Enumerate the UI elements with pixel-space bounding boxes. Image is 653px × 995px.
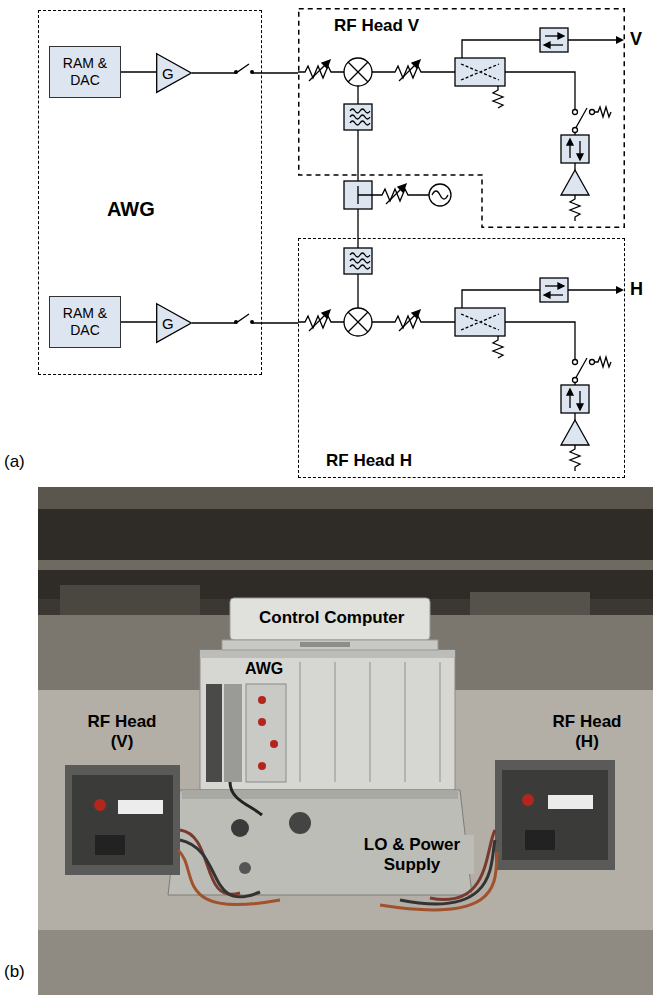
- filter-symbol: [344, 248, 372, 274]
- cables: [178, 782, 497, 910]
- wire: [357, 130, 358, 181]
- rf-head-box: [495, 760, 615, 870]
- connector: [289, 812, 311, 834]
- rf-chain-h: [298, 278, 624, 471]
- memory-dac-box: RAM & DAC: [49, 296, 121, 348]
- lo-box-top: [182, 790, 458, 799]
- blank-panels: [300, 662, 440, 782]
- connector: [270, 740, 278, 748]
- bench-item: [60, 585, 200, 615]
- port-label: V: [630, 29, 642, 50]
- rf-head-front: [502, 770, 608, 860]
- photo-label: Control Computer: [257, 608, 406, 628]
- connector: [94, 799, 106, 811]
- filter-symbol: [344, 104, 372, 130]
- panel-part: [95, 835, 125, 855]
- controller-module: [206, 684, 222, 782]
- triangle-outline: [157, 304, 192, 343]
- splitter-lines: [358, 186, 372, 204]
- rf-chain-v: [298, 28, 624, 221]
- sticker: [548, 795, 593, 809]
- triangle-outline: [157, 54, 192, 93]
- group-title: RF Head H: [326, 451, 412, 471]
- signal-wire: [192, 64, 298, 73]
- cable: [180, 840, 260, 897]
- memory-dac-box: RAM & DAC: [49, 46, 121, 98]
- filter-waves: [350, 253, 370, 269]
- attenuator-symbol: [372, 189, 429, 201]
- signal-wire: [121, 321, 156, 322]
- wire: [357, 86, 358, 104]
- photo-label: LO & Power Supply: [350, 835, 474, 874]
- signal-wire: [121, 71, 156, 72]
- cable: [178, 850, 280, 905]
- awg-group: AWG RAM & DAC G RAM & DAC G: [38, 10, 262, 375]
- panel-part: [525, 830, 555, 850]
- dashed-outline: [299, 9, 625, 228]
- arrowhead: [398, 184, 406, 192]
- oscillator-symbol: [429, 184, 451, 206]
- signal-wire: [192, 314, 298, 323]
- port-label: H: [630, 279, 643, 300]
- photo-label: RF Head (V): [80, 712, 164, 751]
- connector: [231, 819, 249, 837]
- shelf: [38, 487, 653, 509]
- power-strip: [38, 560, 653, 570]
- splitter-symbol: [344, 181, 372, 209]
- lo-chain: [344, 86, 451, 308]
- module: [224, 684, 242, 782]
- filter-waves: [350, 109, 370, 125]
- bench-item: [470, 592, 590, 617]
- connector: [258, 718, 266, 726]
- panel-label: (b): [4, 962, 25, 982]
- box-label: RAM & DAC: [54, 55, 116, 89]
- laptop-lid: [230, 598, 430, 640]
- photo-label: AWG: [243, 660, 285, 678]
- wiring: [234, 28, 624, 471]
- sine-wave: [432, 191, 448, 199]
- chassis-top: [200, 650, 455, 658]
- photo-label: RF Head (H): [545, 712, 629, 751]
- gain-amplifier: G: [156, 303, 192, 343]
- photo-ground: [38, 487, 653, 995]
- rf-head-box: [65, 765, 180, 875]
- connector: [522, 794, 534, 806]
- table-edge: [38, 930, 653, 995]
- laptop-base: [222, 640, 438, 650]
- connector: [258, 696, 266, 704]
- dashed-outline: [298, 8, 625, 228]
- chassis: [200, 650, 455, 790]
- gain-label: G: [162, 315, 174, 332]
- group-title: RF Head V: [334, 16, 419, 36]
- box-label: RAM & DAC: [54, 305, 116, 339]
- connector: [239, 862, 251, 874]
- laptop-ports: [300, 642, 350, 647]
- group-title: AWG: [107, 198, 155, 221]
- wire: [357, 274, 358, 308]
- rf-head-group: RF Head H: [298, 238, 625, 478]
- gain-label: G: [162, 65, 174, 82]
- cable: [180, 830, 240, 894]
- panel-label: (a): [4, 452, 25, 472]
- cable: [230, 782, 262, 815]
- triangle-outline: [156, 53, 192, 93]
- awg-module: [246, 684, 286, 782]
- wire: [357, 209, 358, 248]
- rf-head-front: [72, 775, 173, 865]
- connector: [258, 762, 266, 770]
- photo: [38, 487, 653, 995]
- gain-amplifier: G: [156, 53, 192, 93]
- sticker: [118, 800, 163, 814]
- triangle-outline: [156, 303, 192, 343]
- rf-head-group: RF Head V: [298, 8, 625, 228]
